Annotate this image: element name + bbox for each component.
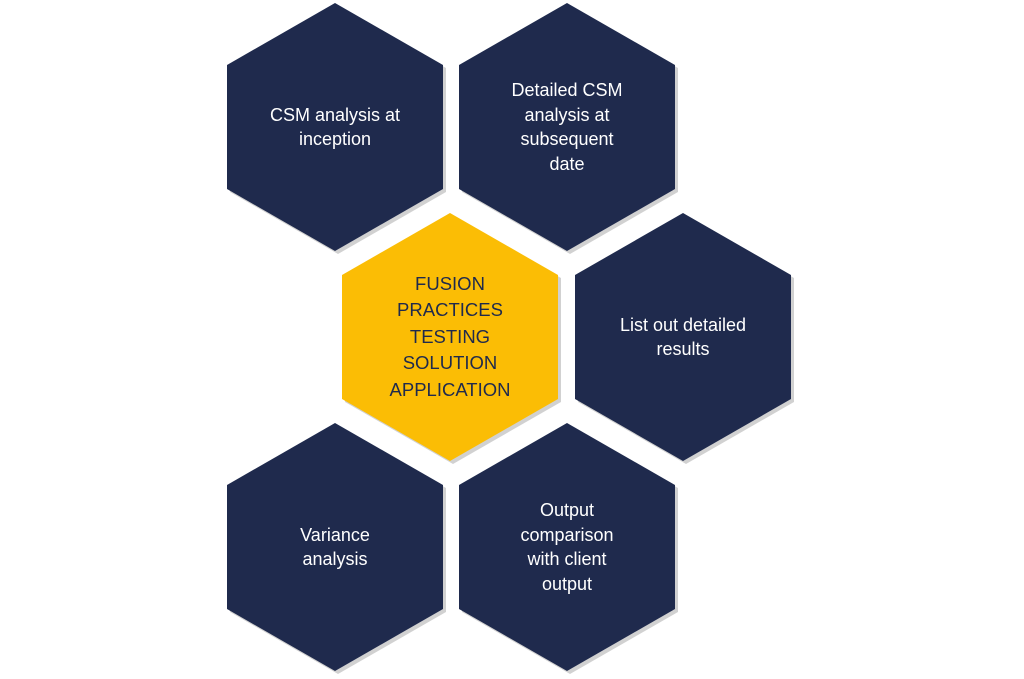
hex-label: Detailed CSM analysis at subsequent date <box>511 80 623 174</box>
hex-csm-inception: CSM analysis at inception <box>227 3 443 251</box>
hex-csm-subsequent: Detailed CSM analysis at subsequent date <box>459 3 675 251</box>
hex-label: Output comparison with client output <box>520 500 614 594</box>
hex-variance-analysis: Variance analysis <box>227 423 443 671</box>
hex-label: List out detailed results <box>619 314 747 360</box>
hex-label: CSM analysis at inception <box>269 104 401 150</box>
hex-label: Variance analysis <box>300 524 370 570</box>
hex-center-fusion-practices: FUSION PRACTICES TESTING SOLUTION APPLIC… <box>342 213 558 461</box>
hex-list-results: List out detailed results <box>575 213 791 461</box>
hex-output-comparison: Output comparison with client output <box>459 423 675 671</box>
hex-label: FUSION PRACTICES TESTING SOLUTION APPLIC… <box>389 272 511 400</box>
